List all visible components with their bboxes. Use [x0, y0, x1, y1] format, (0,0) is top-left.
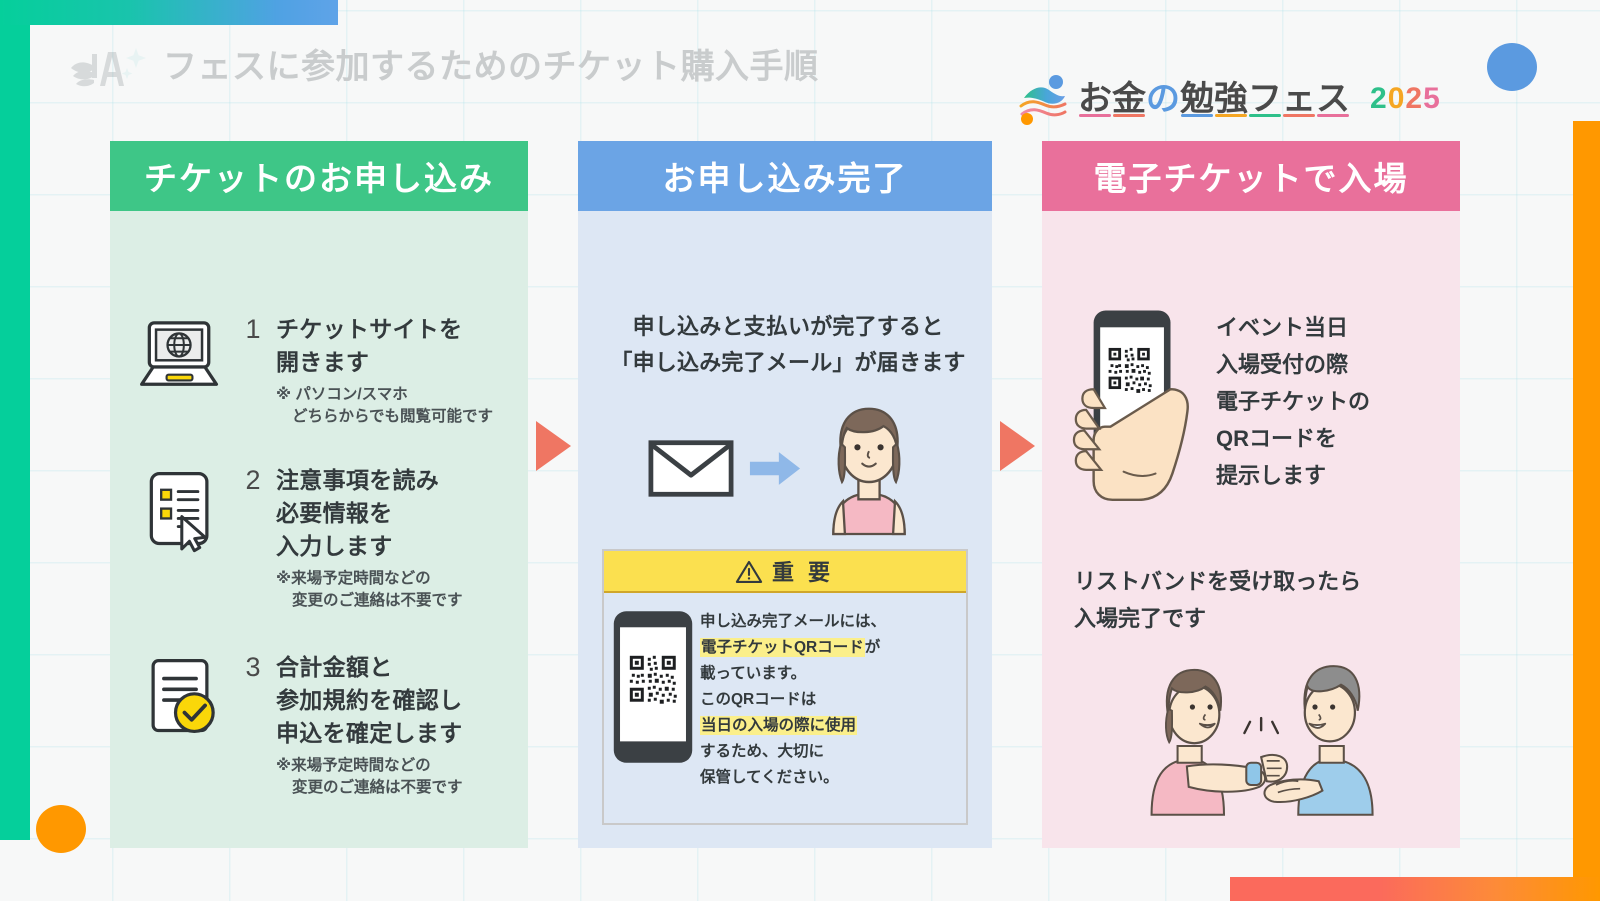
step-3-note: ※来場予定時間などの 変更のご連絡は不要です — [276, 757, 463, 796]
flow-arrow-2-icon — [1000, 421, 1035, 471]
laptop-globe-icon — [132, 313, 228, 428]
panel-3-text-2: リストバンドを受け取ったら 入場完了です — [1074, 569, 1362, 631]
step-3-title: 合計金額と 参加規約を確認し 申込を確定します — [276, 654, 463, 746]
hand-holding-phone-qr-icon — [1072, 310, 1189, 502]
decor-blue-circle — [1487, 43, 1537, 91]
notice-text: 申し込み完了メールには、 電子チケットQRコードが 載っています。 このQRコー… — [700, 613, 887, 786]
step-1-note: ※ パソコン/スマホ どちらからでも閲覧可能です — [276, 386, 494, 425]
important-notice-box: 重 要 — [602, 549, 968, 825]
event-logo-text: お金の勉強フェス — [1078, 80, 1350, 118]
logo-char-5: フ — [1248, 80, 1282, 118]
panel-2-heading: お申し込み完了 — [578, 141, 992, 211]
step-item-2: 2 注意事項を読み 必要情報を 入力します ※来場予定時間などの 変更のご連絡は… — [132, 464, 522, 612]
logo-char-7: ス — [1316, 80, 1350, 118]
page-header: フェスに参加するためのチケット購入手順 — [0, 36, 1600, 125]
panel-2-lead-text: 申し込みと支払いが完了すると 「申し込み完了メール」が届きます — [610, 314, 966, 375]
logo-char-4: 強 — [1214, 80, 1248, 118]
page-title: フェスに参加するためのチケット購入手順 — [163, 48, 819, 86]
form-cursor-icon — [132, 464, 228, 612]
notice-heading-bar: 重 要 — [604, 551, 966, 593]
logo-char-6: ェ — [1282, 80, 1316, 118]
step-panel-application-complete: お申し込み完了 申し込みと支払いが完了すると 「申し込み完了メール」が届きます — [578, 141, 992, 848]
panel-3-body: イベント当日 入場受付の際 電子チケットの QRコードを 提示します リストバン… — [1042, 211, 1460, 848]
notice-body: 申し込み完了メールには、 電子チケットQRコードが 載っています。 このQRコー… — [604, 593, 966, 791]
step-panel-entry-with-eticket: 電子チケットで入場 — [1042, 141, 1460, 848]
notice-heading-label: 重 要 — [771, 560, 835, 585]
panel-3-text-1: イベント当日 入場受付の際 電子チケットの QRコードを 提示します — [1216, 315, 1371, 488]
step-panel-ticket-application: チケットのお申し込み 1 — [110, 141, 528, 848]
woman-avatar-icon — [832, 407, 906, 536]
step-item-3: 3 合計金額と 参加規約を確認し 申込を確定します ※来場予定時間などの 変更の… — [132, 651, 522, 799]
warning-triangle-icon — [735, 560, 763, 583]
step-3-text: 3 合計金額と 参加規約を確認し 申込を確定します ※来場予定時間などの 変更の… — [242, 651, 522, 799]
step-2-note: ※来場予定時間などの 変更のご連絡は不要です — [276, 570, 463, 609]
logo-char-1: 金 — [1112, 80, 1146, 118]
agri-a-sparkle-logo-icon — [70, 44, 162, 102]
step-1-text: 1 チケットサイトを 開きます ※ パソコン/スマホ どちらからでも閲覧可能です — [242, 313, 522, 428]
document-check-icon — [132, 651, 228, 799]
decor-left-green-bar — [0, 0, 30, 840]
flow-arrow-1-icon — [536, 421, 571, 471]
logo-char-3: 勉 — [1180, 80, 1214, 118]
panel-1-body: 1 チケットサイトを 開きます ※ パソコン/スマホ どちらからでも閲覧可能です — [110, 211, 528, 848]
panel-1-heading: チケットのお申し込み — [110, 141, 528, 211]
right-arrow-icon — [749, 452, 801, 485]
smartphone-qr-icon — [613, 611, 693, 763]
logo-char-2: の — [1146, 80, 1180, 118]
step-3-number: 3 — [245, 652, 261, 682]
decor-right-orange-bar — [1573, 121, 1600, 901]
logo-char-0: お — [1078, 80, 1112, 118]
wristband-handover-icon — [1120, 649, 1380, 817]
decor-bottom-gradient-bar — [1230, 877, 1600, 901]
event-logo: お金の勉強フェス 2025 — [1018, 72, 1441, 126]
step-2-number: 2 — [245, 465, 261, 495]
panel-3-heading: 電子チケットで入場 — [1042, 141, 1460, 211]
okane-wave-logo-mark-icon — [1018, 72, 1068, 126]
step-2-title: 注意事項を読み 必要情報を 入力します — [276, 467, 440, 559]
panel-2-body: 申し込みと支払いが完了すると 「申し込み完了メール」が届きます — [578, 211, 992, 848]
envelope-icon — [648, 440, 734, 497]
step-item-1: 1 チケットサイトを 開きます ※ パソコン/スマホ どちらからでも閲覧可能です — [132, 313, 522, 428]
panel-3-block-1: イベント当日 入場受付の際 電子チケットの QRコードを 提示します — [1058, 299, 1448, 515]
decor-top-gradient-bar — [0, 0, 338, 25]
decor-orange-circle — [36, 805, 86, 853]
event-logo-year: 2025 — [1370, 82, 1441, 115]
step-1-title: チケットサイトを 開きます — [276, 316, 463, 375]
panel-2-illustration — [602, 396, 968, 541]
step-1-number: 1 — [245, 314, 261, 344]
step-2-text: 2 注意事項を読み 必要情報を 入力します ※来場予定時間などの 変更のご連絡は… — [242, 464, 522, 612]
